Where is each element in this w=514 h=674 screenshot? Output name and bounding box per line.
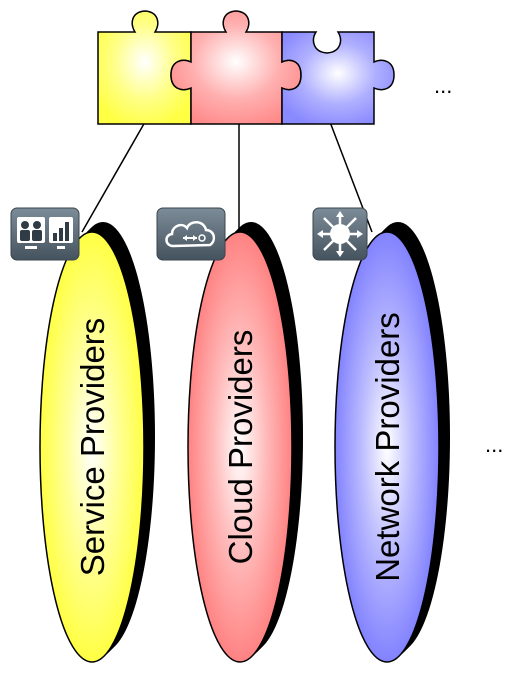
cloud-providers-stack: Cloud Providers: [187, 222, 303, 663]
puzzle-strip: [97, 10, 395, 125]
service-providers-stack: Service Providers: [39, 222, 155, 663]
service-providers-oval: [39, 231, 145, 663]
cloud-providers-oval: [187, 231, 293, 663]
network-switch-icon: [312, 207, 368, 261]
cloud-providers-label: Cloud Providers: [222, 330, 259, 565]
blue-puzzle-piece: [281, 31, 395, 125]
users-chart-icon: [10, 207, 80, 261]
network-providers-oval: [334, 231, 440, 663]
connector-line-service: [81, 121, 146, 233]
network-providers-label: Network Providers: [369, 312, 406, 582]
providers-more-ellipsis: ...: [485, 432, 503, 457]
service-providers-label: Service Providers: [74, 318, 111, 577]
network-providers-stack: Network Providers: [334, 222, 450, 663]
cloud-icon: [156, 207, 226, 261]
puzzle-more-ellipsis: ...: [434, 73, 452, 98]
